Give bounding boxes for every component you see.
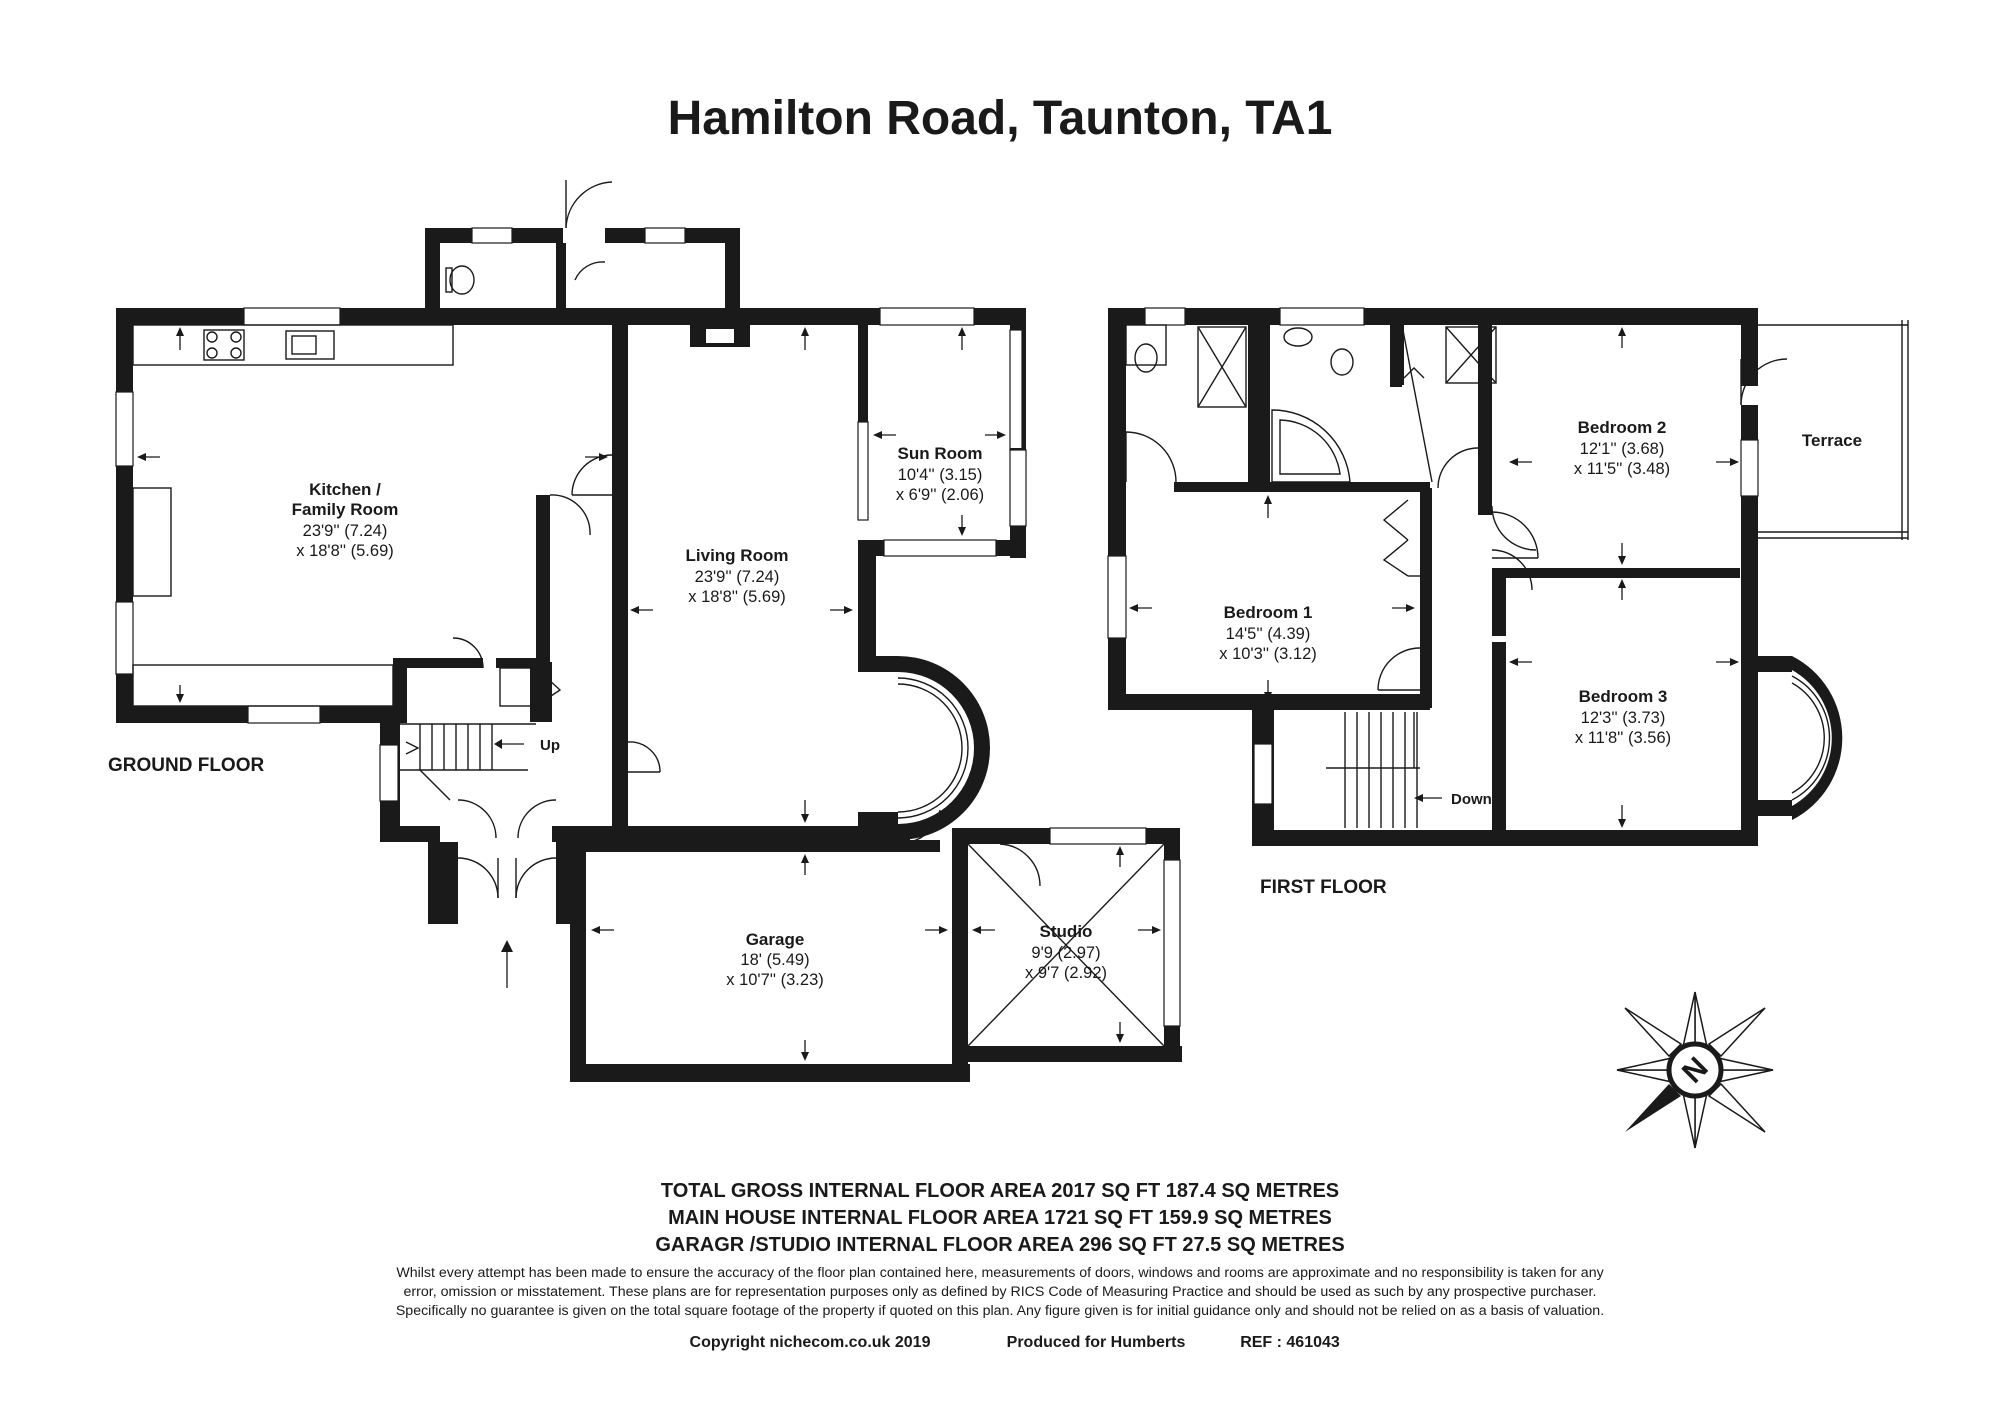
ground-dimension-arrows: [137, 327, 1161, 1061]
footer-ref: REF : 461043: [1240, 1334, 1340, 1351]
living-name: Living Room: [686, 546, 789, 565]
terrace-name: Terrace: [1802, 431, 1862, 450]
stairs-up-label: Up: [540, 737, 560, 754]
sunroom-dim-2: x 6'9'' (2.06): [896, 486, 984, 504]
living-dim-2: x 18'8'' (5.69): [688, 588, 786, 606]
ground-floor: Up: [115, 180, 1182, 1082]
garage-dim-2: x 10'7'' (3.23): [726, 971, 824, 989]
kitchen-dim-1: 23'9'' (7.24): [303, 522, 388, 540]
bedroom3-dim-1: 12'3'' (3.73): [1581, 709, 1666, 727]
stairs-down-label: Down: [1451, 791, 1492, 808]
bedroom2-dim-2: x 11'5'' (3.48): [1574, 460, 1670, 478]
ground-stairs: [400, 723, 536, 771]
area-main: MAIN HOUSE INTERNAL FLOOR AREA 1721 SQ F…: [668, 1207, 1332, 1229]
bedroom1-dim-2: x 10'3'' (3.12): [1219, 645, 1317, 663]
sunroom-dim-1: 10'4'' (3.15): [898, 466, 983, 484]
bedroom2-name: Bedroom 2: [1578, 418, 1667, 437]
sunroom-name: Sun Room: [898, 444, 983, 463]
bedroom3-name: Bedroom 3: [1579, 687, 1668, 706]
plan-title: Hamilton Road, Taunton, TA1: [668, 92, 1333, 145]
disclaimer-line-3: Specifically no guarantee is given on th…: [396, 1303, 1604, 1319]
bedroom3-dim-2: x 11'8'' (3.56): [1575, 729, 1671, 747]
footer-copyright: Copyright nichecom.co.uk 2019: [690, 1334, 931, 1351]
garage-dim-1: 18' (5.49): [740, 951, 809, 969]
bedroom1-name: Bedroom 1: [1224, 603, 1313, 622]
kitchen-dim-2: x 18'8'' (5.69): [296, 542, 394, 560]
kitchen-name: Kitchen /: [309, 480, 381, 499]
disclaimer-line-2: error, omission or misstatement. These p…: [404, 1284, 1597, 1300]
bedroom2-dim-1: 12'1'' (3.68): [1580, 440, 1665, 458]
studio-name: Studio: [1040, 922, 1093, 941]
area-garage-studio: GARAGR /STUDIO INTERNAL FLOOR AREA 296 S…: [655, 1234, 1344, 1256]
compass-rose: N: [1616, 991, 1774, 1149]
first-floor-label: FIRST FLOOR: [1260, 877, 1387, 898]
ground-floor-label: GROUND FLOOR: [108, 755, 264, 776]
kitchen-name-2: Family Room: [292, 500, 399, 519]
area-total: TOTAL GROSS INTERNAL FLOOR AREA 2017 SQ …: [661, 1180, 1339, 1202]
garage-name: Garage: [746, 930, 805, 949]
first-floor: Down: [1107, 307, 1909, 846]
bedroom1-dim-1: 14'5'' (4.39): [1226, 625, 1311, 643]
footer-produced: Produced for Humberts: [1007, 1334, 1186, 1351]
disclaimer-line-1: Whilst every attempt has been made to en…: [396, 1265, 1604, 1281]
living-dim-1: 23'9'' (7.24): [695, 568, 780, 586]
studio-dim-1: 9'9 (2.97): [1031, 944, 1100, 962]
first-stairs: [1326, 712, 1442, 828]
studio-dim-2: x 9'7 (2.92): [1025, 964, 1107, 982]
first-dimension-arrows: [1129, 327, 1739, 828]
